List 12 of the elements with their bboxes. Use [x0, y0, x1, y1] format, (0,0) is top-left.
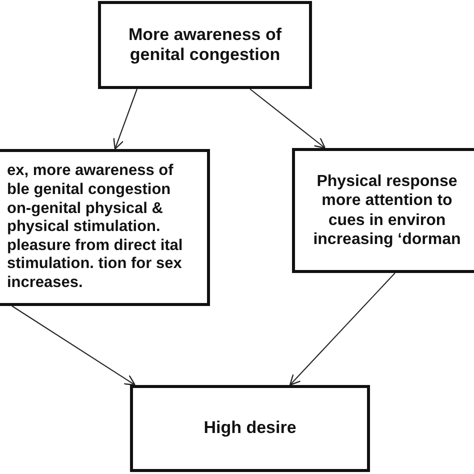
- arrow: [12, 306, 136, 386]
- arrow: [250, 88, 326, 149]
- box-text: More awareness of genital congestion: [127, 24, 283, 66]
- process-box: [292, 148, 474, 273]
- process-box: [130, 385, 370, 472]
- arrow: [289, 272, 396, 386]
- box-text: ex, more awareness of ble genital congestion on-genital physical & physical stimulation. pleasure from direct ital stimulation. tion for sex increases.: [7, 162, 184, 293]
- process-box: [0, 149, 210, 306]
- box-text: High desire: [204, 418, 296, 439]
- process-box: [98, 1, 312, 89]
- arrow: [113, 88, 138, 150]
- box-text: Physical response more attention to cues in environ increasing ‘dorman: [312, 172, 462, 249]
